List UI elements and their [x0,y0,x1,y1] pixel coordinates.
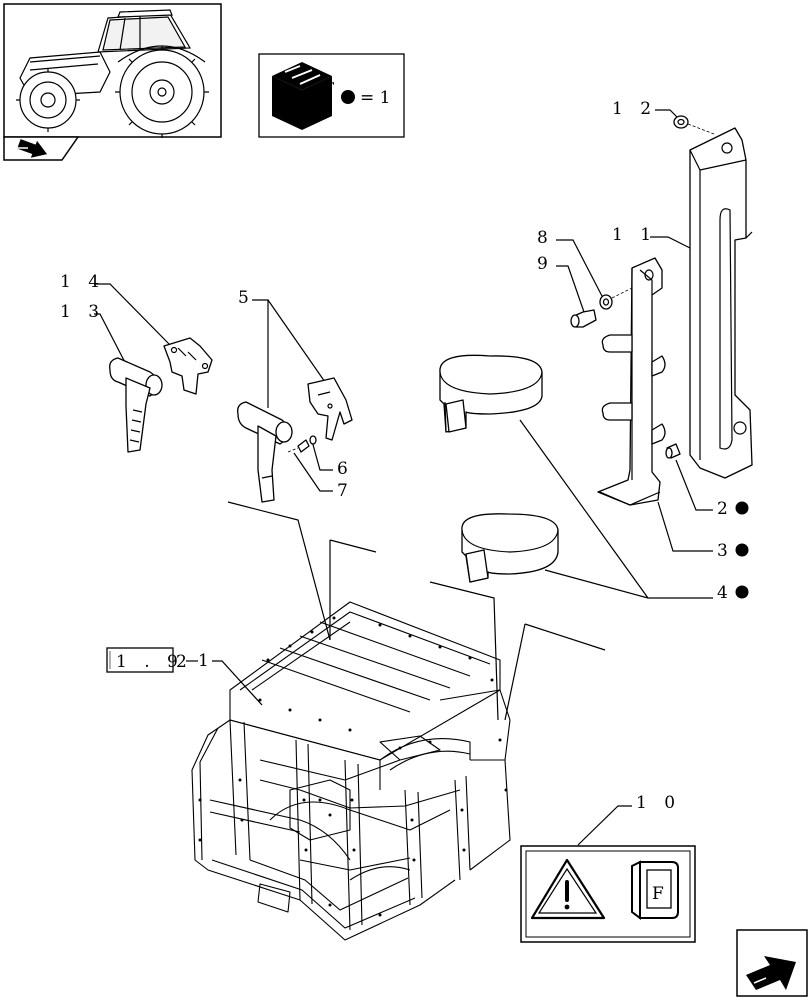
part-5-hammer-holder[interactable] [307,377,353,441]
part-6-washer[interactable] [309,435,317,445]
callout-14: 1 4 [60,272,105,292]
callout-12: 1 2 [612,99,657,119]
cab-frame-rivets [198,616,508,917]
fire-extinguisher-decal-icon: F [631,860,679,920]
warning-triangle-icon [530,858,606,920]
callout-11: 1 1 [612,225,657,245]
kit-dot-4 [735,585,749,599]
next-page-button[interactable] [736,929,808,997]
part-4-strap-upper[interactable] [439,354,543,433]
part-1-cab-frame[interactable] [191,601,511,941]
back-navigation-tab[interactable] [3,135,80,162]
callout-1: 1 [198,651,215,671]
part-7-screw[interactable] [287,439,310,453]
callout-3: 3 [717,541,734,561]
callout-10: 1 0 [636,793,681,813]
reference-link-suffix: 2 [176,652,193,672]
callout-labels: 1 2 1 1 8 9 1 4 1 3 5 6 7 2 3 4 1 1 0 [60,99,734,813]
callout-8: 8 [537,228,554,248]
projection-lines [227,501,606,721]
part-9-bolt[interactable] [570,309,597,328]
callout-5: 5 [238,288,255,308]
callout-13: 1 3 [60,302,105,322]
callout-6: 6 [337,459,354,479]
kit-dot-icon [341,90,355,104]
tractor-thumbnail[interactable] [3,3,222,138]
part-4-strap-lower[interactable] [461,513,559,583]
next-page-arrow-icon [746,956,796,990]
decal-letter: F [652,884,664,904]
tractor-thumbnail-icon [16,9,209,138]
part-14-holder[interactable] [163,337,213,395]
kit-equals-text: = 1 [360,88,390,108]
part-12-nut[interactable] [673,115,715,135]
kit-box-icon: KIT KIT [272,62,334,130]
part-5-hammer[interactable] [237,401,293,503]
kit-legend: KIT KIT = 1 [258,53,405,138]
leader-lines [94,109,713,846]
callout-9: 9 [537,254,554,274]
part-10-decal[interactable]: F [520,845,696,943]
part-13-hammer[interactable] [109,357,163,453]
kit-dot-2 [735,501,749,515]
part-8-axis [611,279,649,299]
part-8-washer[interactable] [599,294,613,310]
callout-2: 2 [717,499,734,519]
callout-4: 4 [717,583,734,603]
reference-link-box[interactable]: 1 . 9 2 [106,647,198,673]
reference-link-text: 1 . 9 [116,652,184,672]
kit-dot-3 [735,543,749,557]
part-3-mount-bracket[interactable] [597,257,666,506]
part-11-bracket[interactable] [689,127,753,479]
part-2-screw[interactable] [665,443,681,459]
callout-7: 7 [337,481,354,501]
back-arrow-icon [16,139,48,158]
